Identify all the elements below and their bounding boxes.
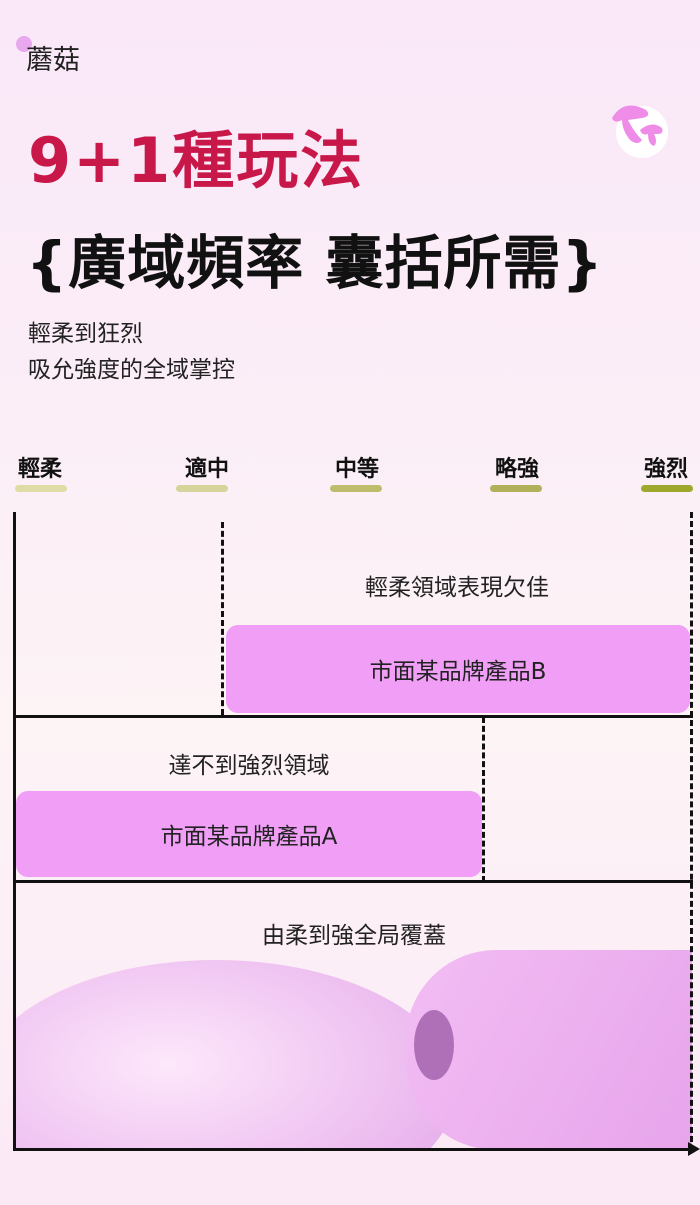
level-bar: [641, 485, 693, 492]
divider-dashed: [221, 522, 224, 715]
product-a-label: 市面某品牌產品A: [160, 824, 338, 850]
description-line: 輕柔到狂烈: [28, 321, 143, 347]
level-bar: [15, 485, 67, 492]
row-divider: [13, 715, 693, 718]
description-line: 吸允強度的全域掌控: [28, 357, 235, 383]
row-full-caption: 由柔到強全局覆蓋: [262, 923, 446, 949]
row-b-caption: 輕柔領域表現欠佳: [365, 575, 549, 601]
level-medium: 中等: [334, 457, 379, 482]
headline: 9+1種玩法: [28, 124, 365, 197]
subheadline: {廣域頻率 囊括所需}: [26, 229, 604, 297]
level-strong: 略強: [494, 457, 539, 482]
level-bar: [176, 485, 228, 492]
description: 輕柔到狂烈 吸允強度的全域掌控: [28, 316, 235, 388]
level-light: 輕柔: [17, 457, 62, 482]
y-axis: [13, 512, 16, 1150]
row-a-caption: 達不到強烈領域: [168, 753, 330, 779]
tag-dot: [16, 36, 32, 52]
row-divider: [13, 880, 693, 883]
level-bar: [490, 485, 542, 492]
x-axis: [13, 1148, 693, 1151]
level-intense: 強烈: [643, 457, 688, 482]
tag-label: 蘑菇: [26, 45, 80, 76]
product-a-bar: 市面某品牌產品A: [16, 791, 482, 877]
level-bar: [330, 485, 382, 492]
level-moderate: 適中: [184, 457, 229, 482]
divider-dashed: [690, 512, 693, 1142]
product-b-bar: 市面某品牌產品B: [226, 625, 690, 713]
arrow-icon: [688, 1142, 700, 1156]
product-image: [16, 950, 692, 1148]
product-b-label: 市面某品牌產品B: [369, 659, 547, 685]
mushroom-icon: [612, 105, 668, 158]
divider-dashed: [482, 717, 485, 882]
